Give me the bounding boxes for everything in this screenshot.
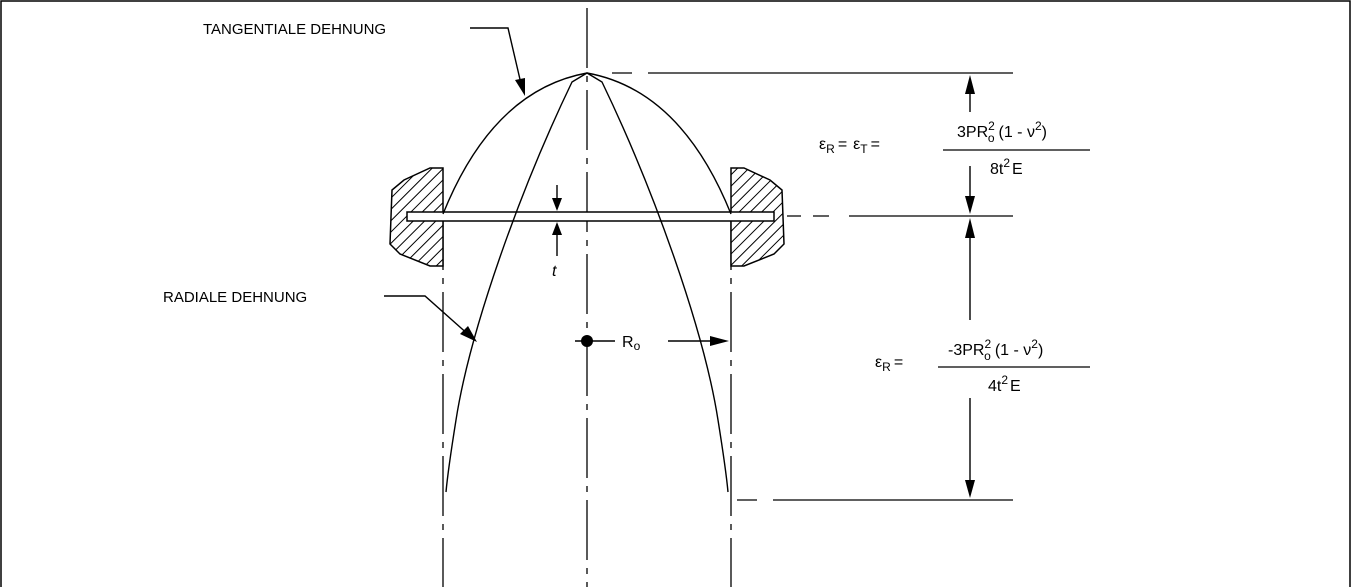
radius-arrowhead — [710, 336, 729, 346]
svg-text:εR=εT=: εR=εT= — [819, 136, 880, 156]
radial-leader — [384, 295, 471, 337]
radius-label: Ro — [622, 334, 641, 353]
thickness-arrowhead-top — [552, 198, 562, 211]
tangential-arrowhead — [515, 78, 525, 96]
tangential-label: TANGENTIALE DEHNUNG — [203, 21, 386, 38]
dim-bottom-lower-arrowhead — [965, 480, 975, 498]
dim-bottom-upper-arrowhead — [965, 218, 975, 238]
radial-strain-curve — [445, 72, 729, 493]
dim-top-upper-arrowhead — [965, 75, 975, 94]
svg-text:εR=: εR= — [875, 354, 903, 374]
radial-arrowhead — [460, 326, 477, 342]
thickness-arrowhead-bottom — [552, 222, 562, 235]
diaphragm-plate — [406, 211, 775, 222]
dim-top-lower-arrowhead — [965, 196, 975, 214]
thickness-label: t — [552, 263, 557, 280]
radial-label: RADIALE DEHNUNG — [163, 289, 307, 306]
tangential-leader — [470, 27, 523, 89]
